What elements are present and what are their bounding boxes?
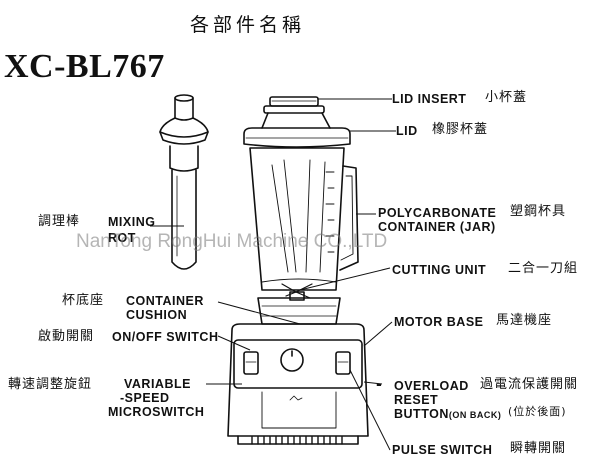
label-cutting-unit-zh: 二合一刀組 — [508, 261, 579, 276]
label-lid-insert-zh: 小杯蓋 — [485, 90, 528, 105]
label-cushion: CUSHION — [126, 308, 188, 322]
label-mixing: MIXING — [108, 215, 156, 229]
label-rod: ROT — [108, 231, 136, 245]
label-motor-base: MOTOR BASE — [394, 315, 484, 329]
label-button: BUTTON(ON BACK) — [394, 407, 502, 421]
label-polycarbonate: POLYCARBONATE — [378, 206, 497, 220]
label-mixing-rod-zh: 調理棒 — [38, 214, 81, 229]
page-title: 各部件名稱 — [190, 14, 306, 36]
label-cutting-unit: CUTTING UNIT — [392, 263, 487, 277]
lid-drawing — [243, 112, 351, 148]
cutting-unit-drawing — [281, 283, 313, 301]
label-container: CONTAINER — [126, 294, 204, 308]
leader-lines — [150, 98, 396, 451]
label-onoff-switch: ON/OFF SWITCH — [112, 330, 219, 344]
label-pulse-switch: PULSE SWITCH — [392, 443, 493, 457]
label-onoff-zh: 啟動開關 — [38, 329, 95, 344]
label-motor-base-zh: 馬達機座 — [496, 313, 553, 328]
label-lid-zh: 橡膠杯蓋 — [432, 122, 489, 137]
jar-drawing — [249, 147, 359, 291]
label-container-jar: CONTAINER (JAR) — [378, 220, 496, 234]
label-overload-zh: 過電流保護開關 — [480, 377, 579, 392]
label-lid-insert: LID INSERT — [392, 92, 467, 106]
mixing-rod-drawing — [159, 94, 209, 270]
model-number: XC-BL767 — [4, 48, 165, 85]
label-reset: RESET — [394, 393, 439, 407]
label-polycarbonate-zh: 塑鋼杯具 — [510, 204, 567, 219]
label-pulse-switch-zh: 瞬轉開關 — [510, 441, 567, 456]
lid-insert-drawing — [263, 96, 325, 114]
label-speed: -SPEED — [120, 391, 170, 405]
label-microswitch: MICROSWITCH — [108, 405, 205, 419]
label-lid: LID — [396, 124, 418, 138]
label-button-zh: (位於後面) — [508, 405, 567, 418]
motor-base-drawing — [227, 323, 369, 445]
label-overload: OVERLOAD — [394, 379, 469, 393]
label-variable: VARIABLE — [124, 377, 191, 391]
watermark-text: NanTong RongHui Machine CO.,LTD — [76, 231, 388, 252]
label-cushion-zh: 杯底座 — [62, 293, 105, 308]
container-cushion-drawing — [257, 297, 341, 325]
overload-dash: - — [376, 377, 382, 393]
label-variable-zh: 轉速調整旋鈕 — [8, 377, 93, 392]
